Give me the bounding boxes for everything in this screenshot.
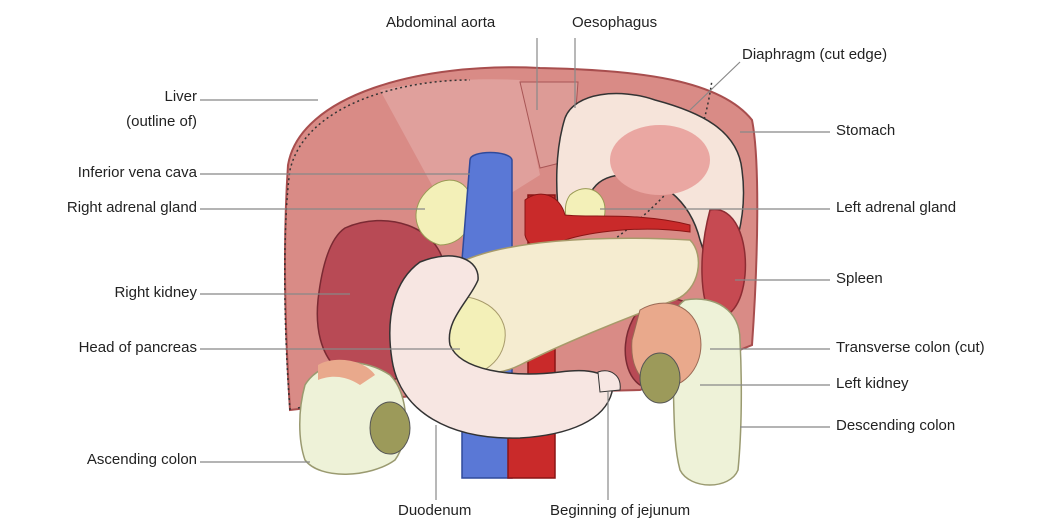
ascending-colon-cut — [370, 402, 410, 454]
label-oesophagus: Oesophagus — [572, 14, 657, 32]
label-right-kidney: Right kidney — [114, 284, 197, 302]
label-beginning-of-jejunum: Beginning of jejunum — [550, 502, 690, 520]
label-inferior-vena-cava: Inferior vena cava — [78, 164, 197, 182]
label-duodenum: Duodenum — [398, 502, 471, 520]
label-left-kidney: Left kidney — [836, 375, 909, 393]
label-abdominal-aorta: Abdominal aorta — [386, 14, 495, 32]
label-liver-line2: (outline of) — [126, 113, 197, 131]
label-stomach: Stomach — [836, 122, 895, 140]
label-right-adrenal-gland: Right adrenal gland — [67, 199, 197, 217]
label-left-adrenal-gland: Left adrenal gland — [836, 199, 956, 217]
transverse-colon-lumen — [640, 353, 680, 403]
label-descending-colon: Descending colon — [836, 417, 955, 435]
label-diaphragm: Diaphragm (cut edge) — [742, 46, 887, 64]
label-liver-line1: Liver — [164, 88, 197, 106]
label-spleen: Spleen — [836, 270, 883, 288]
label-ascending-colon: Ascending colon — [87, 451, 197, 469]
label-transverse-colon: Transverse colon (cut) — [836, 339, 985, 357]
stomach-rugae — [610, 125, 710, 195]
label-head-of-pancreas: Head of pancreas — [79, 339, 197, 357]
